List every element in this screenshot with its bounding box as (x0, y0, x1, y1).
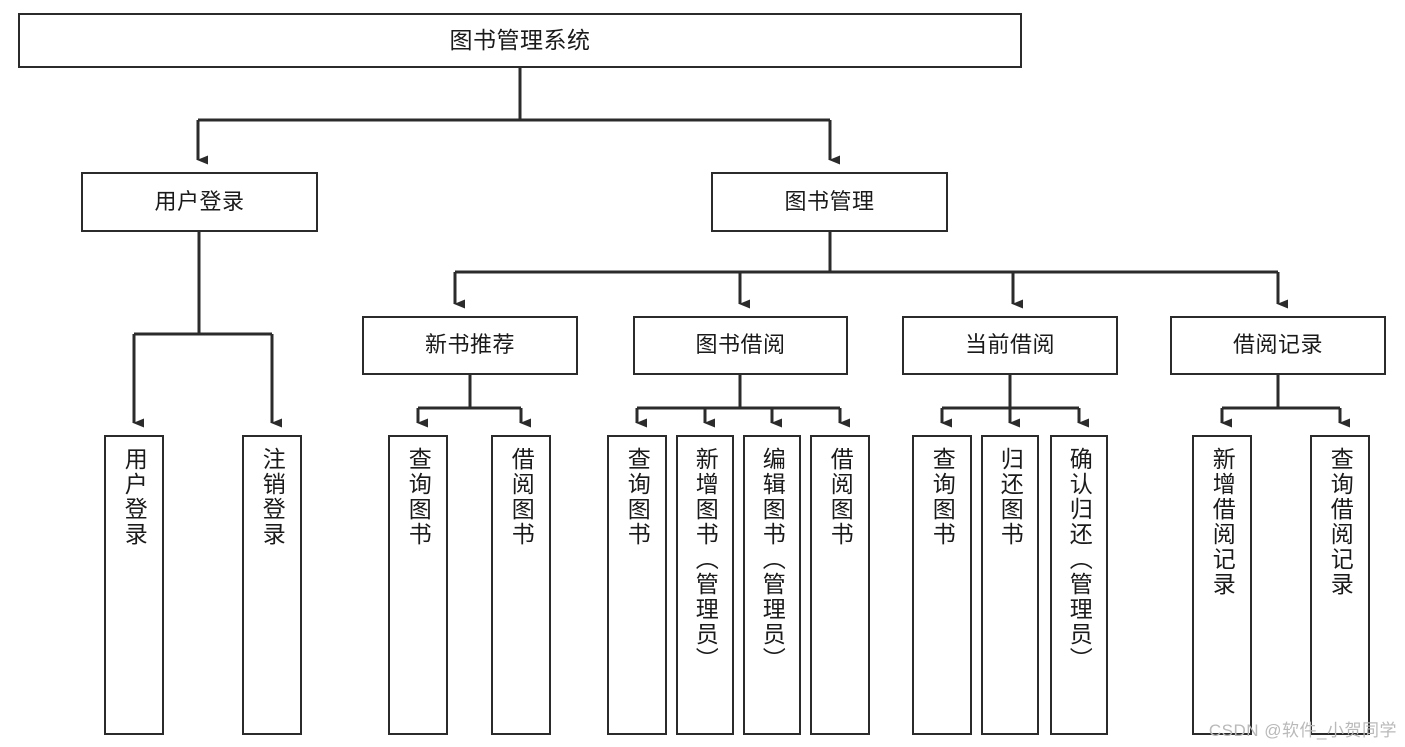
leaf-new-book-borrow-book[interactable]: 借阅图书 (491, 435, 551, 735)
node-current-borrow[interactable]: 当前借阅 (902, 316, 1118, 375)
leaf-user-login-login[interactable]: 用户登录 (104, 435, 164, 735)
node-label: 当前借阅 (964, 332, 1055, 358)
node-label: 查询图书 (929, 447, 956, 547)
node-label: 确认归还（管理员） (1066, 447, 1093, 672)
node-new-book-recommend[interactable]: 新书推荐 (362, 316, 578, 375)
node-book-borrow[interactable]: 图书借阅 (633, 316, 848, 375)
leaf-current-borrow-query-book[interactable]: 查询图书 (912, 435, 972, 735)
leaf-user-login-logout[interactable]: 注销登录 (242, 435, 302, 735)
leaf-book-borrow-query-book[interactable]: 查询图书 (607, 435, 667, 735)
node-label: 借阅记录 (1232, 332, 1323, 358)
node-label: 归还图书 (997, 447, 1024, 547)
leaf-current-borrow-return-book[interactable]: 归还图书 (981, 435, 1039, 735)
node-label: 注销登录 (259, 447, 286, 547)
node-label: 借阅图书 (827, 447, 854, 547)
leaf-current-borrow-confirm-return-admin[interactable]: 确认归还（管理员） (1050, 435, 1108, 735)
node-label: 图书管理 (784, 188, 875, 214)
leaf-borrow-record-query-record[interactable]: 查询借阅记录 (1310, 435, 1370, 735)
leaf-book-borrow-borrow-book[interactable]: 借阅图书 (810, 435, 870, 735)
node-root-book-management-system[interactable]: 图书管理系统 (18, 13, 1022, 68)
node-label: 借阅图书 (508, 447, 535, 547)
leaf-borrow-record-add-record[interactable]: 新增借阅记录 (1192, 435, 1252, 735)
node-user-login[interactable]: 用户登录 (81, 172, 318, 232)
node-label: 查询图书 (405, 447, 432, 547)
node-label: 用户登录 (154, 188, 245, 214)
node-label: 查询图书 (624, 447, 651, 547)
node-label: 新增图书（管理员） (692, 447, 719, 672)
node-label: 图书管理系统 (449, 27, 591, 54)
node-label: 用户登录 (121, 447, 148, 547)
leaf-new-book-query-book[interactable]: 查询图书 (388, 435, 448, 735)
node-label: 图书借阅 (695, 332, 786, 358)
node-book-management[interactable]: 图书管理 (711, 172, 948, 232)
watermark-text: CSDN @软件_小贺同学 (1208, 721, 1397, 740)
node-label: 编辑图书（管理员） (759, 447, 786, 672)
node-label: 新书推荐 (424, 332, 515, 358)
node-label: 新增借阅记录 (1209, 447, 1236, 597)
node-label: 查询借阅记录 (1327, 447, 1354, 597)
node-borrow-record[interactable]: 借阅记录 (1170, 316, 1386, 375)
leaf-book-borrow-add-book-admin[interactable]: 新增图书（管理员） (676, 435, 734, 735)
leaf-book-borrow-edit-book-admin[interactable]: 编辑图书（管理员） (743, 435, 801, 735)
